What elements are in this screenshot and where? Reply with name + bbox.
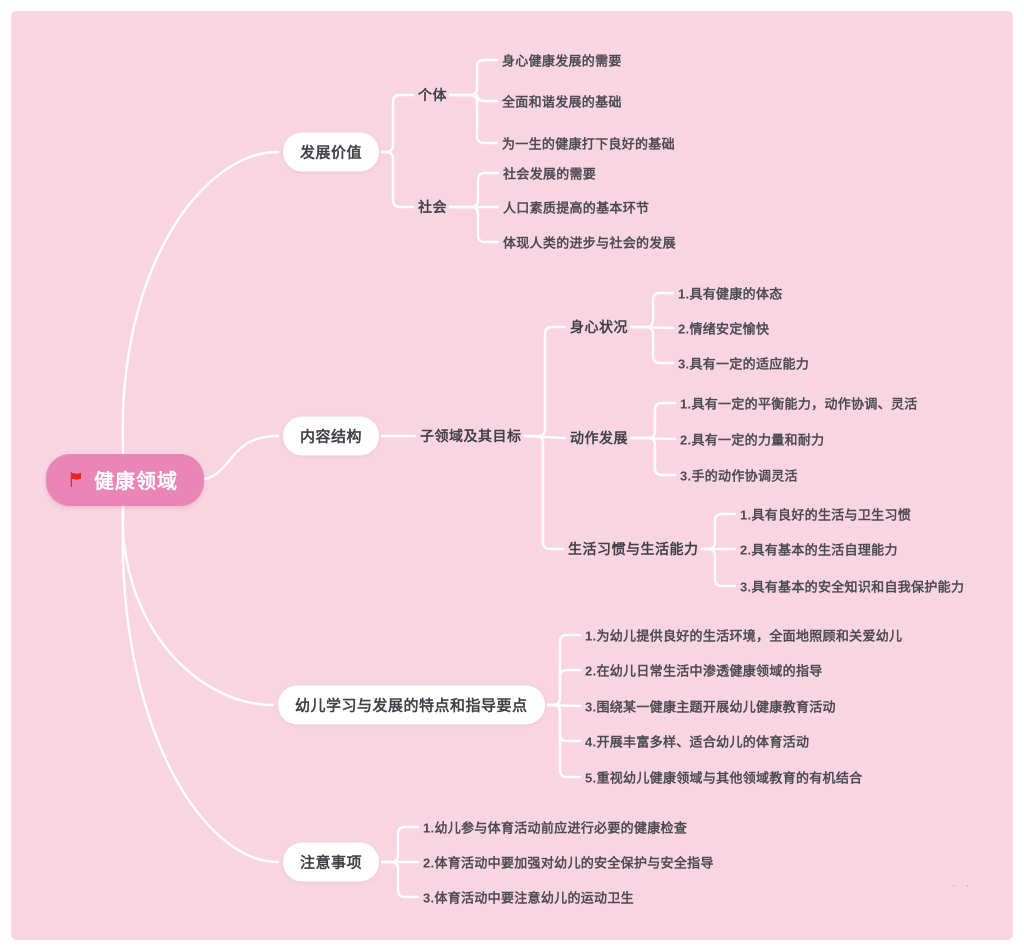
node-physical-mental-state[interactable]: 身心状况 <box>570 319 628 335</box>
branch-development-value[interactable]: 发展价值 <box>283 132 380 172</box>
leaf-node[interactable]: 3.体育活动中要注意幼儿的运动卫生 <box>423 890 634 906</box>
leaf-node[interactable]: 2.具有一定的力量和耐力 <box>680 432 825 448</box>
root-label: 健康领域 <box>94 471 178 493</box>
leaf-node[interactable]: 身心健康发展的需要 <box>502 53 622 69</box>
root-node-health-domain[interactable]: 健康领域 <box>46 454 204 506</box>
branch-content-structure[interactable]: 内容结构 <box>283 416 380 456</box>
leaf-node[interactable]: 1.为幼儿提供良好的生活环境，全面地照顾和关爱幼儿 <box>585 628 903 644</box>
watermark-dots: · · <box>952 878 973 892</box>
leaf-node[interactable]: 3.具有一定的适应能力 <box>678 356 810 372</box>
leaf-node[interactable]: 2.情绪安定愉快 <box>678 321 770 337</box>
leaf-node[interactable]: 3.围绕某一健康主题开展幼儿健康教育活动 <box>585 699 836 715</box>
leaf-node[interactable]: 3.具有基本的安全知识和自我保护能力 <box>740 579 965 595</box>
leaf-node[interactable]: 3.手的动作协调灵活 <box>680 468 798 484</box>
leaf-node[interactable]: 1.幼儿参与体育活动前应进行必要的健康检查 <box>423 820 688 836</box>
leaf-node[interactable]: 体现人类的进步与社会的发展 <box>503 235 676 251</box>
branch-notes[interactable]: 注意事项 <box>283 842 380 882</box>
leaf-node[interactable]: 2.在幼儿日常生活中渗透健康领域的指导 <box>585 663 823 679</box>
leaf-node[interactable]: 4.开展丰富多样、适合幼儿的体育活动 <box>585 734 810 750</box>
leaf-node[interactable]: 5.重视幼儿健康领域与其他领域教育的有机结合 <box>585 770 863 786</box>
node-life-habits-abilities[interactable]: 生活习惯与生活能力 <box>568 541 699 557</box>
leaf-node[interactable]: 为一生的健康打下良好的基础 <box>502 136 675 152</box>
leaf-node[interactable]: 2.具有基本的生活自理能力 <box>740 542 898 558</box>
leaf-node[interactable]: 2.体育活动中要加强对幼儿的安全保护与安全指导 <box>423 855 714 871</box>
node-motor-development[interactable]: 动作发展 <box>570 430 628 446</box>
leaf-node[interactable]: 1.具有健康的体态 <box>678 286 783 302</box>
leaf-node[interactable]: 社会发展的需要 <box>503 166 597 182</box>
leaf-node[interactable]: 1.具有一定的平衡能力，动作协调、灵活 <box>680 396 918 412</box>
flag-icon <box>70 472 82 487</box>
leaf-node[interactable]: 人口素质提高的基本环节 <box>503 200 650 216</box>
node-subdomains-and-goals[interactable]: 子领域及其目标 <box>420 428 522 444</box>
leaf-node[interactable]: 全面和谐发展的基础 <box>502 94 622 110</box>
leaf-node[interactable]: 1.具有良好的生活与卫生习惯 <box>740 507 912 523</box>
branch-learning-guidance-points[interactable]: 幼儿学习与发展的特点和指导要点 <box>278 685 545 725</box>
node-society[interactable]: 社会 <box>418 199 447 215</box>
node-individual[interactable]: 个体 <box>418 87 447 103</box>
